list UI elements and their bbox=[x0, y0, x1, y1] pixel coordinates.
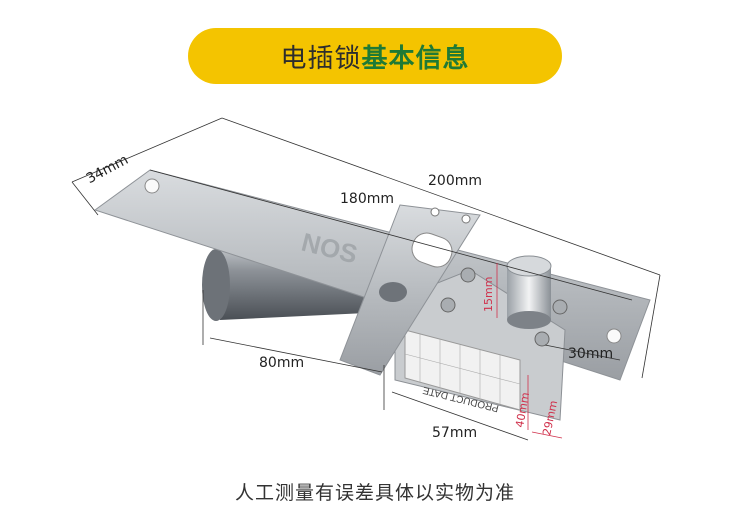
title-accent: 基本信息 bbox=[361, 43, 470, 74]
dim-length-plate: 180mm bbox=[340, 191, 394, 207]
product-illustration: NOS PRODUCT DATE bbox=[71, 117, 661, 441]
title-banner: 电插锁基本信息 bbox=[188, 28, 562, 84]
title-plain: 电插锁 bbox=[280, 43, 362, 74]
strike-plate bbox=[339, 204, 481, 376]
disclaimer-caption: 人工测量有误差具体以实物为准 bbox=[234, 482, 515, 504]
plate-screws bbox=[440, 267, 568, 347]
dim-body-width: 57mm bbox=[432, 425, 477, 441]
dim-body-length: 80mm bbox=[259, 355, 304, 371]
dim-length-total: 200mm bbox=[428, 173, 482, 189]
dim-body-height: 40mm bbox=[513, 391, 532, 428]
dimension-lines bbox=[71, 117, 661, 441]
lock-bolt bbox=[506, 255, 552, 329]
dim-hole-spacing: 30mm bbox=[568, 346, 613, 362]
dim-width-plate: 34mm bbox=[84, 152, 131, 187]
dim-bolt-height: 15mm bbox=[482, 277, 495, 312]
